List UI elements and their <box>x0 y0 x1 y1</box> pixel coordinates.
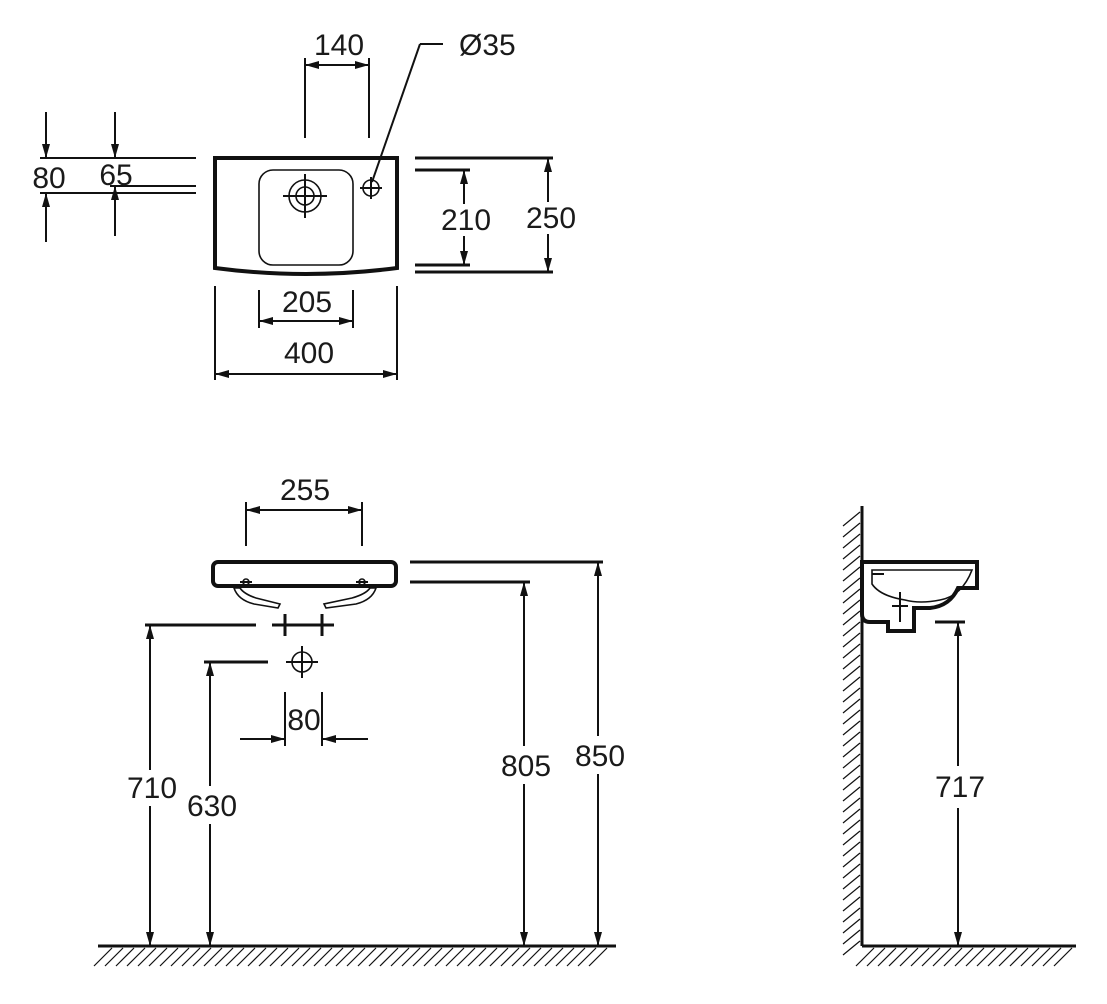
dim-80-front-label: 80 <box>287 704 320 737</box>
dim-710: 710 <box>127 625 177 946</box>
tap-hole-symbol <box>360 177 382 199</box>
top-view: 140 Ø35 80 65 <box>32 29 576 380</box>
basin-outline-front <box>211 560 398 588</box>
dim-400: 400 <box>214 286 398 380</box>
supply-connections <box>272 614 334 636</box>
dim-717-label: 717 <box>935 771 985 804</box>
floor-front <box>93 944 616 967</box>
dim-140-label: 140 <box>314 29 364 62</box>
dim-diameter-35-label: Ø35 <box>459 29 516 62</box>
dim-210-label: 210 <box>441 204 491 237</box>
dim-805-label: 805 <box>501 750 551 783</box>
wall-side <box>842 506 864 956</box>
bowl-inner-top <box>258 169 354 266</box>
side-view: 717 <box>842 506 1076 967</box>
dim-80-label: 80 <box>32 162 65 195</box>
dim-80-65: 80 65 <box>32 112 196 242</box>
dim-850-label: 850 <box>575 740 625 773</box>
dim-65-label: 65 <box>99 159 132 192</box>
dim-diameter-35: Ø35 <box>371 29 516 183</box>
dim-400-label: 400 <box>284 337 334 370</box>
dim-805: 805 <box>501 582 551 946</box>
dim-630-label: 630 <box>187 790 237 823</box>
waste-symbol <box>286 646 318 678</box>
floor-side <box>855 944 1076 967</box>
dim-205-label: 205 <box>282 286 332 319</box>
dim-210-250: 210 250 <box>415 156 576 274</box>
dim-80-front: 80 <box>240 692 368 746</box>
dim-140: 140 <box>304 29 370 138</box>
dim-205: 205 <box>258 286 354 328</box>
dim-850: 850 <box>575 562 625 946</box>
dim-717: 717 <box>935 622 985 946</box>
dim-250-label: 250 <box>526 202 576 235</box>
front-view: 255 80 <box>93 474 625 967</box>
drain-symbol <box>283 174 327 218</box>
dim-255: 255 <box>245 474 363 546</box>
dim-630: 630 <box>187 662 237 946</box>
wall-brackets <box>232 578 378 609</box>
dim-255-label: 255 <box>280 474 330 507</box>
dim-710-label: 710 <box>127 772 177 805</box>
basin-outline-side <box>860 560 979 633</box>
